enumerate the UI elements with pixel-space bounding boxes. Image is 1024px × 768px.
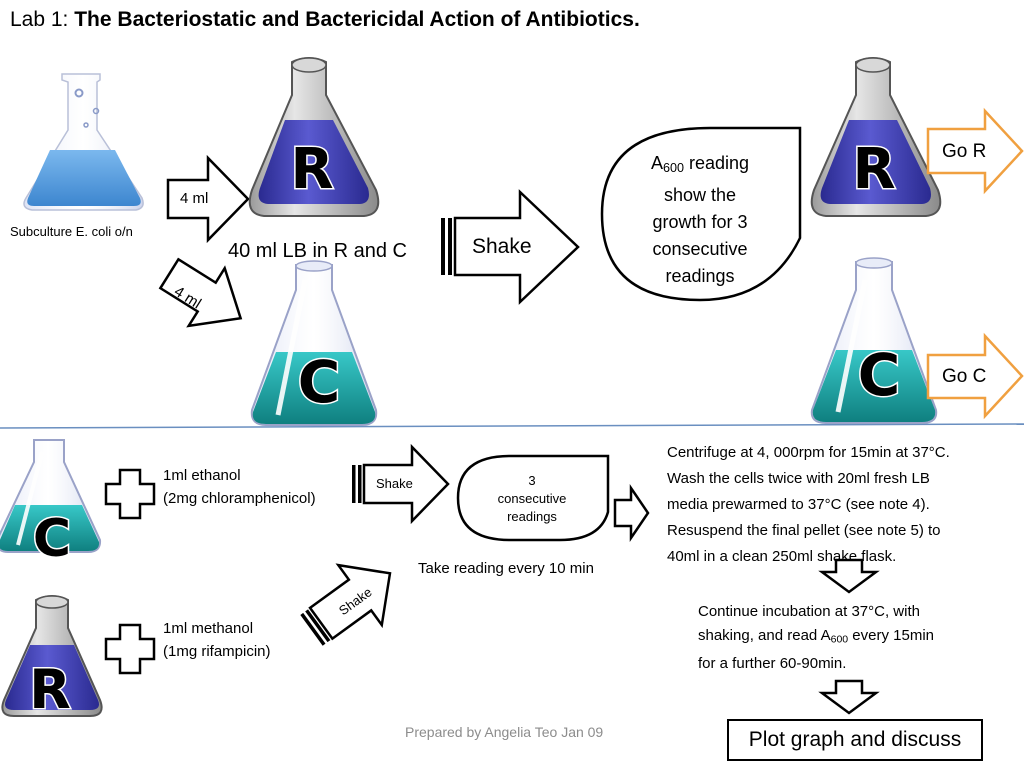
plus-icon-methanol (104, 623, 156, 675)
flask-r-letter-right: R (852, 137, 895, 202)
flask-r-letter-bottom: R (29, 658, 71, 721)
centrifuge-line-5: 40ml in a clean 250ml shake flask. (667, 548, 897, 565)
continue-line-3: for a further 60-90min. (698, 654, 847, 672)
shake-arrow-big (441, 189, 580, 305)
title-prefix: Lab 1: (10, 8, 75, 31)
title-main: The Bacteriostatic and Bactericidal Acti… (74, 8, 640, 31)
take-reading-label: Take reading every 10 min (418, 560, 594, 577)
flask-r-right: R (810, 57, 942, 217)
reading-bubble-top (600, 126, 802, 302)
plot-graph-box: Plot graph and discuss (727, 719, 983, 761)
reading-bubble-text: A600 reading show the growth for 3 conse… (612, 150, 788, 290)
subculture-label: Subculture E. coli o/n (10, 224, 133, 239)
centrifuge-line-3: media prewarmed to 37°C (see note 4). (667, 496, 930, 513)
centrifuge-line-1: Centrifuge at 4, 000rpm for 15min at 37°… (667, 444, 950, 461)
page-title: Lab 1: The Bacteriostatic and Bactericid… (10, 8, 640, 32)
centrifuge-instructions: Centrifuge at 4, 000rpm for 15min at 37°… (667, 440, 1019, 570)
credit-label: Prepared by Angelia Teo Jan 09 (405, 724, 604, 740)
reading-line-1: A600 reading (650, 153, 750, 176)
reading-bubble-bottom (456, 454, 610, 542)
flask-c-bottom: C (0, 439, 102, 571)
lb-label: 40 ml LB in R and C (228, 240, 407, 262)
arrow-4ml-diagonal (158, 257, 243, 328)
ethanol-label: 1ml ethanol (2mg chloramphenicol) (163, 464, 316, 510)
plus-icon-ethanol (104, 468, 156, 520)
bubble-line-1: 3 (528, 473, 536, 488)
continue-line-2: shaking, and read A600 every 15min (698, 627, 935, 646)
section-divider (0, 423, 1024, 429)
down-arrow-1 (818, 558, 880, 594)
flask-r-letter: R (290, 137, 333, 202)
methanol-line-1: 1ml methanol (163, 620, 254, 637)
bubble-line-3: readings (507, 509, 557, 524)
arrow-4ml-horizontal (166, 154, 250, 244)
shake-label-big: Shake (472, 235, 532, 258)
flask-r-top: R (248, 57, 380, 217)
ethanol-line-2: (2mg chloramphenicol) (163, 490, 316, 507)
centrifuge-line-2: Wash the cells twice with 20ml fresh LB (667, 470, 930, 487)
shake-arrow-small-a (352, 443, 450, 525)
reading-line-3: growth for 3 (652, 212, 748, 233)
bubble-line-2: consecutive (497, 491, 567, 506)
reading-line-4: consecutive (652, 239, 748, 260)
go-c-arrow (926, 332, 1024, 420)
continue-instructions: Continue incubation at 37°C, with shakin… (698, 600, 934, 676)
flask-c-top: C (250, 260, 378, 426)
methanol-label: 1ml methanol (1mg rifampicin) (163, 617, 271, 663)
ethanol-line-1: 1ml ethanol (163, 467, 241, 484)
flask-c-right: C (810, 257, 938, 424)
go-c-label: Go C (942, 366, 987, 387)
down-arrow-2 (818, 679, 880, 715)
reading-bubble-bottom-text: 3 consecutive readings (472, 472, 592, 526)
arrow-to-centrifuge (613, 483, 650, 543)
flask-c-letter-top: C (298, 348, 341, 416)
methanol-line-2: (1mg rifampicin) (163, 643, 271, 660)
centrifuge-line-4: Resuspend the final pellet (see note 5) … (667, 522, 941, 539)
go-r-arrow (926, 107, 1024, 195)
reading-line-2: show the (663, 185, 737, 206)
flask-c-letter-bottom: C (33, 509, 71, 569)
flask-r-bottom: R (1, 595, 103, 723)
continue-line-1: Continue incubation at 37°C, with (698, 603, 920, 620)
shake-arrow-small-b (300, 563, 392, 646)
flask-c-letter-right: C (858, 341, 901, 409)
subculture-flask (23, 73, 144, 211)
reading-line-5: readings (665, 266, 735, 287)
shake-label-small-a: Shake (376, 476, 413, 491)
arrow-4ml-label-a: 4 ml (180, 190, 209, 207)
go-r-label: Go R (942, 141, 987, 162)
